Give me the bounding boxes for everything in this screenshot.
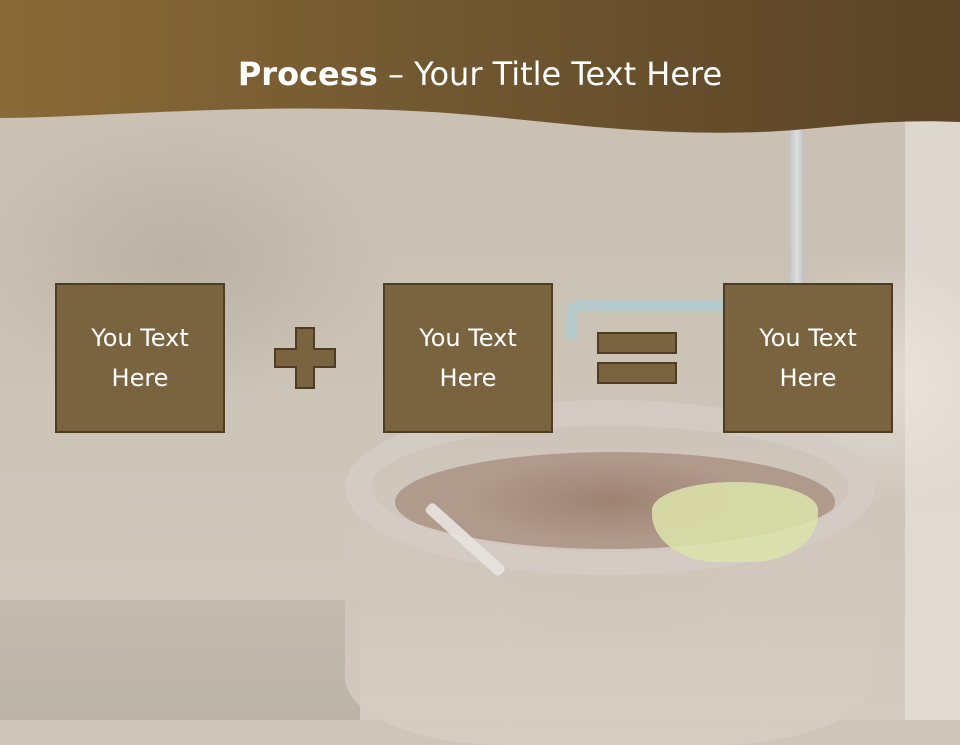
plus-icon <box>274 327 336 389</box>
green-cup <box>652 482 818 562</box>
process-box-1[interactable]: You Text Here <box>55 283 225 433</box>
process-box-2[interactable]: You Text Here <box>383 283 553 433</box>
process-box-3[interactable]: You Text Here <box>723 283 893 433</box>
slide-title[interactable]: Process – Your Title Text Here <box>0 54 960 94</box>
vertical-pipe <box>790 125 804 300</box>
process-box-3-text: You Text Here <box>759 324 857 392</box>
title-banner: Process – Your Title Text Here <box>0 0 960 160</box>
ground-area <box>0 600 360 720</box>
process-box-2-text: You Text Here <box>419 324 517 392</box>
bent-pipe <box>566 300 726 340</box>
process-box-1-text: You Text Here <box>91 324 189 392</box>
banner-shape <box>0 0 960 133</box>
wall-edge <box>905 118 960 720</box>
equals-icon <box>597 332 677 384</box>
title-rest: – Your Title Text Here <box>377 55 723 93</box>
title-bold: Process <box>237 55 378 93</box>
